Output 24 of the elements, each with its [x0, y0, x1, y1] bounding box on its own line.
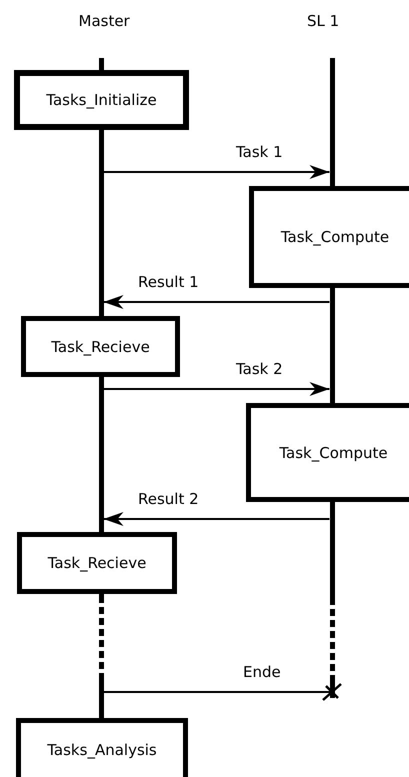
activity-box: [17, 532, 177, 594]
activity-box: [249, 186, 409, 288]
activity-box: [14, 70, 189, 130]
lifeline: [98, 592, 104, 720]
participant-name: Master: [78, 12, 130, 30]
lifeline: [98, 375, 104, 534]
lifeline: [98, 128, 104, 318]
participant-name: SL 1: [307, 12, 340, 30]
message-arrow: [104, 512, 330, 526]
message-arrow: [104, 382, 330, 396]
activity-label: Task_Recieve: [48, 554, 146, 572]
activity-label: Task_Compute: [279, 444, 388, 462]
activity-label: Task_Compute: [280, 228, 390, 246]
lifeline: [330, 58, 334, 188]
activity-box: [16, 718, 188, 777]
lifeline: [330, 500, 334, 698]
activity-label: Task_Recieve: [51, 338, 150, 356]
message-arrow: [104, 165, 330, 179]
activity-box: [21, 316, 180, 377]
activity-label: Tasks_Analysis: [47, 741, 157, 759]
activity-box: [246, 403, 409, 502]
message-arrow: [104, 295, 330, 309]
activity-label: Tasks_Initialize: [46, 91, 157, 109]
lifeline: [330, 286, 334, 405]
